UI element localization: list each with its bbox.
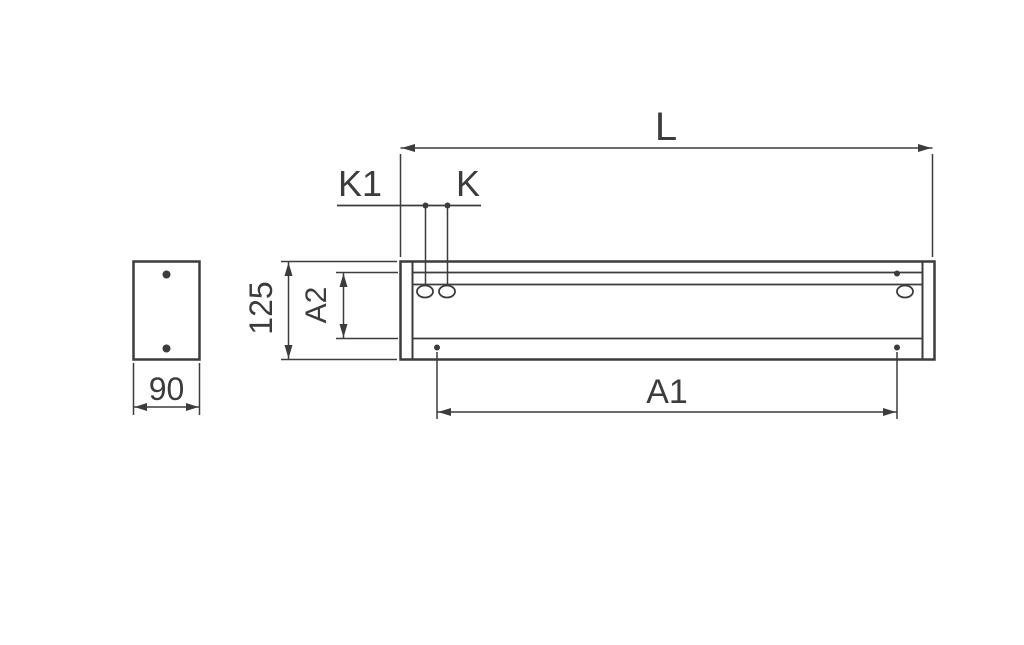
hole-right <box>896 284 914 299</box>
dim-125-arrow-bottom <box>284 345 293 359</box>
k1-label: K1 <box>338 163 382 204</box>
dim-125-arrow-top <box>284 262 293 276</box>
main-view-outline <box>399 260 936 361</box>
mount-dot-bottom-right <box>894 344 900 351</box>
dim-a2-arrow-bottom <box>339 324 348 338</box>
dim-a2-label: A2 <box>300 287 333 324</box>
k1-leader-dot <box>422 202 429 209</box>
dim-l-label: L <box>655 105 677 149</box>
hole-k1 <box>416 284 434 299</box>
dim-90-arrow-left <box>134 403 147 411</box>
hole-k <box>438 284 456 299</box>
dim-90-arrow-right <box>186 403 199 411</box>
dim-a1-label: A1 <box>646 373 688 411</box>
end-view-hole-bottom <box>162 344 171 353</box>
dim-a1-arrow-right <box>883 408 896 416</box>
dim-l-arrow-left <box>401 144 415 152</box>
dim-90-label: 90 <box>149 371 185 407</box>
drawing-labels: L K1 K 125 A2 90 A1 <box>149 105 688 411</box>
mount-dot-bottom-left <box>434 344 440 351</box>
k-label: K <box>456 163 480 204</box>
k-leader-dot <box>444 202 451 209</box>
end-view-hole-top <box>162 270 171 279</box>
dim-125-label: 125 <box>243 281 279 334</box>
dim-a1-arrow-left <box>438 408 451 416</box>
dim-l-arrow-right <box>918 144 932 152</box>
dim-a2-arrow-top <box>339 273 348 287</box>
end-view-outline <box>132 260 201 361</box>
mount-dot-top-right <box>894 270 900 277</box>
drawing-strokes <box>132 147 936 419</box>
drawing-fills <box>134 144 932 416</box>
